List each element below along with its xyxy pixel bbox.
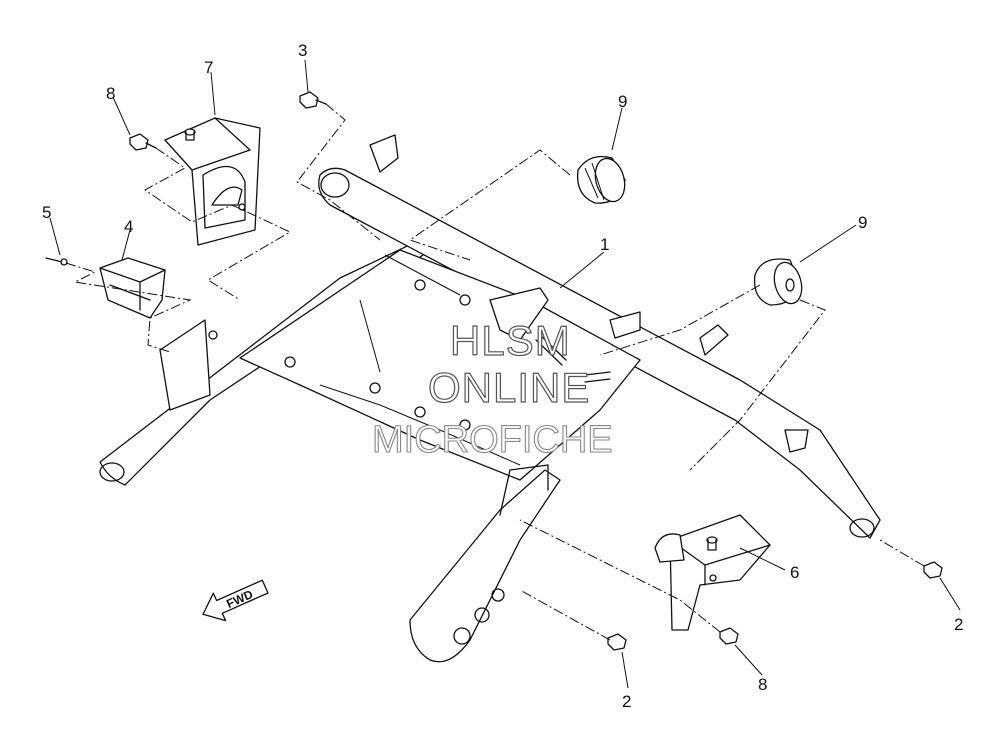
callout-7: 7 bbox=[204, 58, 213, 77]
fwd-arrow: FWD bbox=[202, 579, 269, 622]
bolt-part-2-lower bbox=[607, 633, 627, 651]
assembly-lines bbox=[65, 103, 925, 641]
callout-2-right: 2 bbox=[954, 615, 963, 634]
callout-8-lower: 8 bbox=[758, 675, 767, 694]
clip-part-4 bbox=[99, 257, 166, 319]
callout-2-lower: 2 bbox=[622, 692, 631, 711]
bolt-part-3 bbox=[299, 91, 327, 109]
screw-part-5 bbox=[45, 257, 68, 266]
callout-6: 6 bbox=[790, 563, 799, 582]
grommet-part-9a bbox=[576, 155, 626, 204]
callout-5: 5 bbox=[42, 203, 51, 222]
callout-3: 3 bbox=[298, 41, 307, 60]
fwd-label: FWD bbox=[224, 587, 255, 611]
bolt-part-8-upper bbox=[129, 133, 157, 151]
callout-1: 1 bbox=[600, 235, 609, 254]
watermark: HLSM ONLINE MICROFICHE bbox=[371, 316, 613, 461]
main-frame bbox=[99, 134, 881, 663]
watermark-line-1: HLSM bbox=[450, 317, 571, 364]
callout-9-right: 9 bbox=[858, 213, 867, 232]
watermark-line-3: MICROFICHE bbox=[372, 419, 613, 461]
leader-lines bbox=[49, 59, 961, 689]
callout-8-upper: 8 bbox=[106, 84, 115, 103]
watermark-line-2: ONLINE bbox=[428, 364, 590, 411]
callout-9-upper: 9 bbox=[618, 92, 627, 111]
bracket-part-7 bbox=[164, 117, 261, 246]
callout-4: 4 bbox=[124, 217, 133, 236]
bolt-part-2-right bbox=[923, 561, 943, 579]
grommet-part-9b bbox=[753, 258, 803, 306]
bracket-part-6 bbox=[654, 514, 771, 631]
bolt-part-8-lower bbox=[719, 627, 739, 645]
